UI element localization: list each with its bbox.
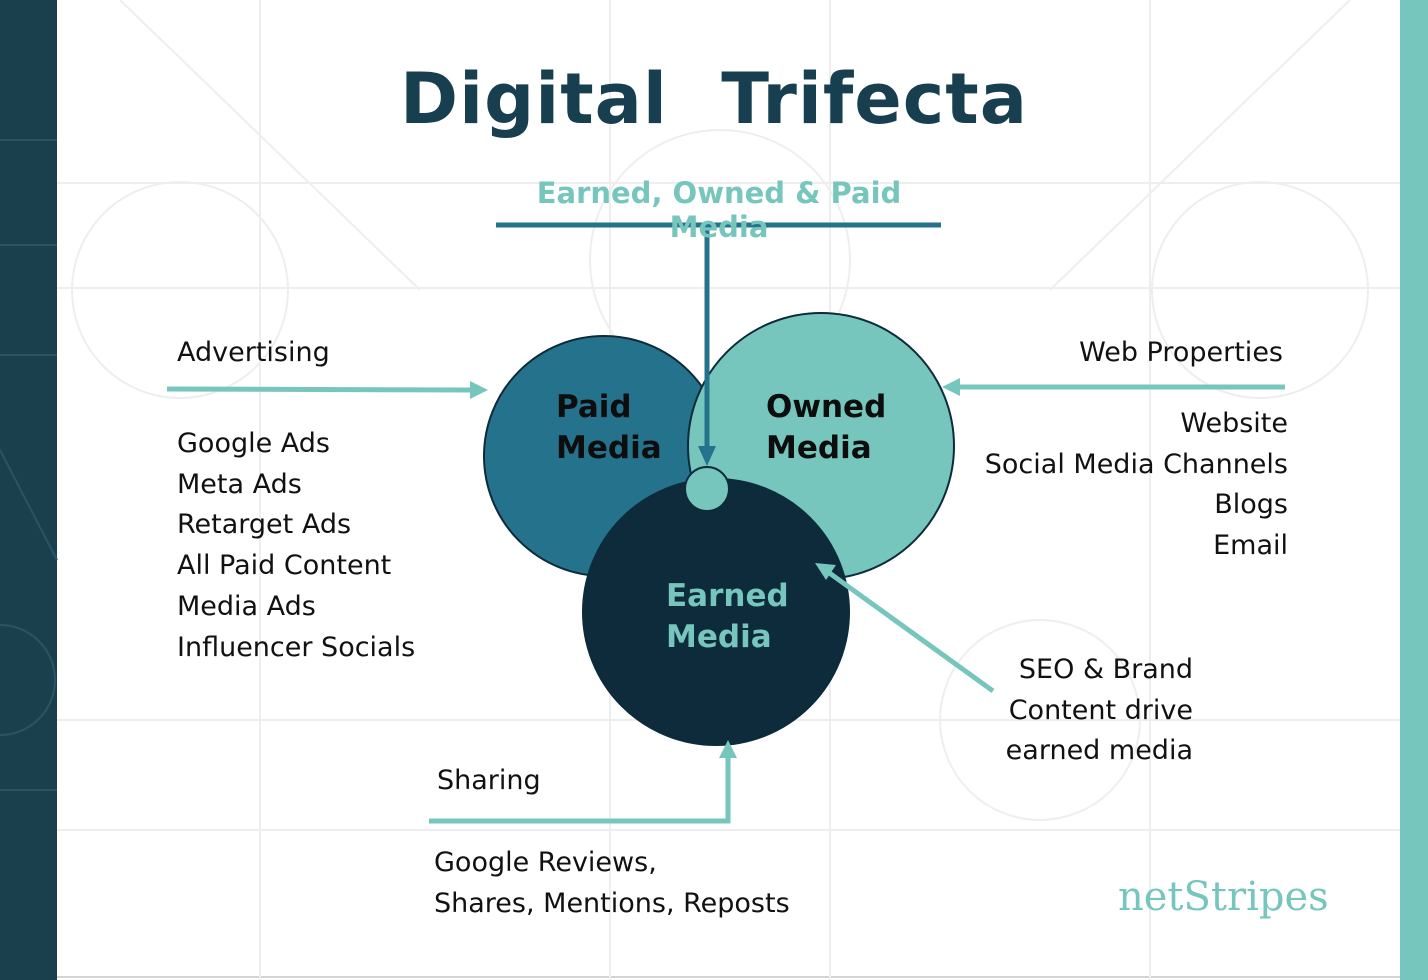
sharing-list: Google Reviews, Shares, Mentions, Repost… <box>434 843 790 924</box>
list-item: Google Reviews, <box>434 847 657 878</box>
background-pattern <box>57 0 1400 980</box>
sharing-heading: Sharing <box>437 765 541 796</box>
advertising-heading: Advertising <box>177 337 330 368</box>
page-title: Digital Trifecta <box>400 58 1028 140</box>
list-item: Influencer Socials <box>177 631 416 663</box>
web-properties-heading: Web Properties <box>1079 337 1283 368</box>
web-properties-list: Website Social Media Channels Blogs Emai… <box>985 404 1288 567</box>
page-subtitle: Earned, Owned & Paid Media <box>536 176 902 244</box>
sharing-arrow-line <box>429 756 731 824</box>
bottom-border <box>57 976 1400 978</box>
earned-media-label: Earned Media <box>666 578 789 655</box>
netstripes-logo: netStripes <box>1118 874 1329 920</box>
list-item: All Paid Content <box>177 550 392 582</box>
list-item: Email <box>1213 530 1288 562</box>
owned-media-label: Owned Media <box>766 389 887 466</box>
advertising-list: Google Ads Meta Ads Retarget Ads All Pai… <box>177 424 415 668</box>
web-properties-arrowhead <box>942 378 960 396</box>
sharing-arrowhead <box>719 740 737 758</box>
right-accent-bar <box>1400 0 1428 980</box>
center-node-circle <box>684 466 730 512</box>
top-down-arrowhead <box>698 446 716 466</box>
seo-line: Content drive <box>1008 694 1193 726</box>
list-item: Blogs <box>1214 489 1288 521</box>
seo-arrow-line <box>826 569 995 694</box>
advertising-arrowhead <box>470 381 488 399</box>
seo-arrowhead <box>815 563 836 580</box>
list-item: Website <box>1180 408 1288 439</box>
paid-media-label: Paid Media <box>556 389 662 466</box>
left-bar-pattern <box>0 139 58 791</box>
list-item: Social Media Channels <box>984 448 1288 480</box>
seo-line: SEO & Brand <box>1018 654 1193 685</box>
advertising-arrow-line <box>166 386 473 393</box>
list-item: Google Ads <box>177 428 330 459</box>
list-item: Retarget Ads <box>177 509 352 541</box>
list-item: Media Ads <box>177 590 316 622</box>
seo-line: earned media <box>1005 735 1193 767</box>
list-item: Shares, Mentions, Reposts <box>434 887 790 919</box>
left-accent-bar <box>0 0 57 980</box>
seo-text: SEO & Brand Content drive earned media <box>1006 650 1193 772</box>
list-item: Meta Ads <box>177 468 302 500</box>
